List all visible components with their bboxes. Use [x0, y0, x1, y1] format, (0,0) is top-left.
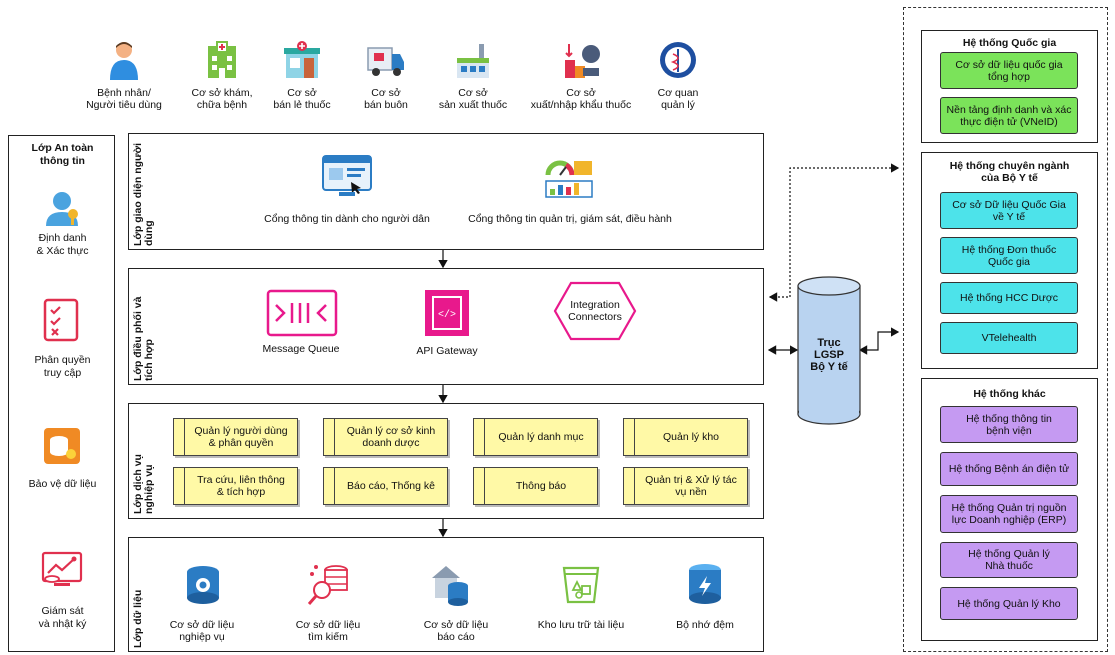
monitoring-icon [41, 551, 83, 586]
actor-label: Cơ sở xuất/nhập khẩu thuốc [530, 87, 632, 111]
data-item-business: Cơ sở dữ liệu nghiệp vụ [169, 619, 235, 643]
security-layer-title: Lớp An toàn thông tin [31, 142, 94, 167]
actor-label: Cơ sở bán buôn [364, 87, 408, 111]
hospital-icon [208, 41, 236, 78]
lgsp-cylinder [797, 276, 861, 425]
message-queue-icon [266, 289, 338, 337]
service-item-label: Quản lý người dùng & phân quyền [184, 419, 297, 455]
service-item-label: Quản lý cơ sở kinh doanh dược [334, 419, 447, 455]
sector-systems-title: Hệ thống chuyên ngành của Bộ Y tế [949, 160, 1070, 184]
other-system-item: Hệ thống Quản lý Nhà thuốc [940, 542, 1078, 578]
actor-label: Cơ quan quản lý [657, 87, 699, 111]
ministry-emblem-icon [660, 42, 696, 78]
national-systems-title: Hệ thống Quốc gia [962, 37, 1057, 49]
service-item-label: Quản trị & Xử lý tác vụ nền [634, 468, 747, 504]
actor-item: Cơ sở sản xuất thuốc [418, 40, 528, 111]
data-item-cache: Bộ nhớ đệm [676, 619, 734, 631]
service-item: Quản lý người dùng & phân quyền [173, 418, 298, 456]
identity-icon [46, 192, 78, 226]
actor-item: Cơ quan quản lý [623, 40, 733, 111]
security-item-access: Phân quyền truy cập [34, 354, 91, 379]
service-item-label: Quản lý danh mục [484, 419, 597, 455]
api-gateway-icon: </> [425, 290, 469, 336]
patient-icon [110, 42, 138, 80]
data-item-storage: Kho lưu trữ tài liệu [537, 619, 625, 631]
ui-layer-title: Lớp giao diện người dùng [132, 142, 155, 246]
message-queue-label: Message Queue [262, 343, 340, 355]
pharmacy-icon [284, 41, 320, 78]
actor-label: Cơ sở sản xuất thuốc [438, 87, 508, 111]
national-system-item: Nền tảng định danh và xác thực điện tử (… [940, 97, 1078, 134]
ui-layer: Lớp giao diện người dùng [128, 133, 764, 250]
lgsp-label: Trục LGSP Bộ Y tế [810, 337, 848, 373]
import-export-icon [565, 44, 600, 78]
data-protection-icon [44, 428, 80, 464]
svg-text:</>: </> [438, 309, 456, 321]
service-item: Quản trị & Xử lý tác vụ nền [623, 467, 748, 505]
national-system-item: Cơ sở dữ liệu quốc gia tổng hợp [940, 52, 1078, 89]
service-item: Quản lý cơ sở kinh doanh dược [323, 418, 448, 456]
data-item-search: Cơ sở dữ liệu tìm kiếm [295, 619, 361, 643]
truck-icon [367, 47, 404, 76]
security-item-identity: Định danh & Xác thực [36, 232, 89, 257]
integration-layer-title: Lớp điều phối và tích hợp [132, 296, 155, 381]
other-system-item: Hệ thống thông tin bệnh viện [940, 406, 1078, 443]
service-item: Tra cứu, liên thông & tích hợp [173, 467, 298, 505]
service-item-label: Thông báo [484, 468, 597, 504]
api-gateway-label: API Gateway [416, 345, 478, 357]
web-portal-icon [322, 155, 372, 196]
actor-item: Cơ sở bán lẻ thuốc [247, 40, 357, 111]
actor-label: Cơ sở khám, chữa bệnh [191, 87, 253, 111]
portal-citizen-label: Cổng thông tin dành cho người dân [264, 213, 430, 225]
service-layer-title: Lớp dịch vụ nghiệp vụ [132, 454, 155, 514]
security-layer: Lớp An toàn thông tin Định danh & Xác th… [8, 135, 115, 652]
checklist-icon [43, 298, 79, 342]
document-storage-icon [562, 566, 600, 604]
service-item: Báo cáo, Thống kê [323, 467, 448, 505]
external-systems-container [903, 7, 1108, 652]
security-item-data-protection: Bảo vệ dữ liệu [28, 478, 97, 490]
other-system-item: Hệ thống Quản lý Kho [940, 587, 1078, 620]
sector-system-item: Hệ thống HCC Dược [940, 282, 1078, 314]
other-systems-title: Hệ thống khác [973, 388, 1046, 400]
other-system-item: Hệ thống Bệnh án điện tử [940, 452, 1078, 486]
factory-icon [457, 44, 489, 78]
actor-item: Cơ sở khám, chữa bệnh [167, 40, 277, 111]
service-item: Quản lý danh mục [473, 418, 598, 456]
sector-system-item: VTelehealth [940, 322, 1078, 354]
data-item-report: Cơ sở dữ liệu báo cáo [423, 619, 489, 643]
other-system-item: Hệ thống Quản trị nguồn lực Doanh nghiệp… [940, 495, 1078, 533]
dashboard-icon [545, 160, 593, 198]
sector-system-item: Cơ sở Dữ liệu Quốc Gia về Y tế [940, 192, 1078, 229]
service-item-label: Tra cứu, liên thông & tích hợp [184, 468, 297, 504]
actor-label: Cơ sở bán lẻ thuốc [273, 87, 331, 111]
service-item: Quản lý kho [623, 418, 748, 456]
actor-item: Cơ sở xuất/nhập khẩu thuốc [526, 40, 636, 111]
security-item-monitoring: Giám sát và nhật ký [38, 605, 87, 630]
database-business-icon [187, 566, 219, 604]
service-item-label: Quản lý kho [634, 419, 747, 455]
portal-admin-label: Cổng thông tin quản trị, giám sát, điều … [468, 213, 672, 225]
data-layer-title: Lớp dữ liệu [132, 589, 144, 648]
sector-system-item: Hệ thống Đơn thuốc Quốc gia [940, 237, 1078, 274]
actor-item: Bệnh nhân/ Người tiêu dùng [69, 40, 179, 111]
connectors-label: Integration Connectors [568, 299, 622, 323]
cache-icon [689, 564, 721, 604]
service-item-label: Báo cáo, Thống kê [334, 468, 447, 504]
database-search-icon [307, 565, 348, 605]
connectors-hexagon [553, 281, 637, 341]
service-item: Thông báo [473, 467, 598, 505]
actor-label: Bệnh nhân/ Người tiêu dùng [86, 87, 162, 111]
actor-item: Cơ sở bán buôn [331, 40, 441, 111]
database-report-icon [432, 566, 468, 606]
